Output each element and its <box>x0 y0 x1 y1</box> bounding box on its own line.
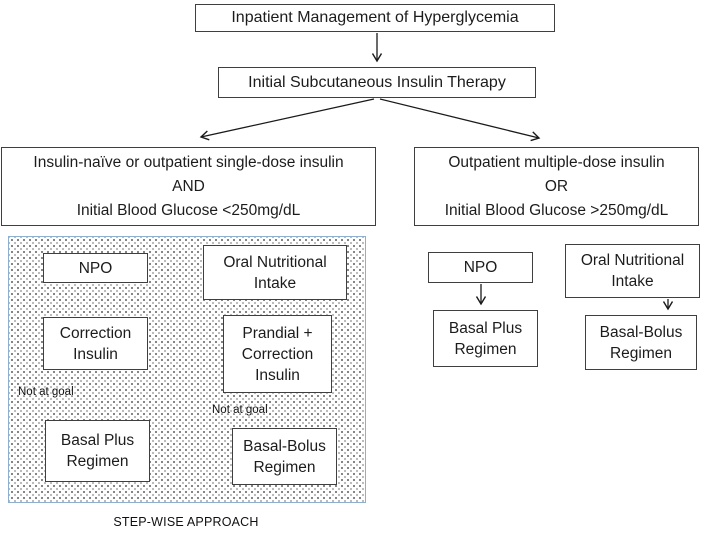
stepwise-oral-intake-box: Oral Nutritional Intake <box>203 245 347 300</box>
direct-oral-intake-box: Oral Nutritional Intake <box>565 244 700 298</box>
stepwise-npo-box: NPO <box>43 253 148 283</box>
arrow-branch-left <box>199 98 375 141</box>
therapy-box: Initial Subcutaneous Insulin Therapy <box>218 67 536 98</box>
prandial-correction-text: Prandial + Correction Insulin <box>241 324 314 384</box>
left-condition-line3: Initial Blood Glucose <250mg/dL <box>76 201 301 219</box>
right-condition-box: Outpatient multiple-dose insulin OR Init… <box>414 147 699 226</box>
correction-insulin-box: Correction Insulin <box>43 317 148 370</box>
stepwise-caption: STEP-WISE APPROACH <box>113 515 259 529</box>
prandial-correction-box: Prandial + Correction Insulin <box>223 315 332 393</box>
direct-basal-bolus-box: Basal-Bolus Regimen <box>585 315 697 370</box>
right-condition-line3: Initial Blood Glucose >250mg/dL <box>444 201 669 219</box>
stepwise-npo-text: NPO <box>78 259 113 277</box>
direct-basal-plus-box: Basal Plus Regimen <box>433 310 538 367</box>
direct-basal-bolus-text: Basal-Bolus Regimen <box>599 323 683 362</box>
direct-basal-plus-text: Basal Plus Regimen <box>448 319 523 358</box>
direct-npo-box: NPO <box>428 252 533 283</box>
stepwise-basal-bolus-text: Basal-Bolus Regimen <box>243 437 326 476</box>
therapy-text: Initial Subcutaneous Insulin Therapy <box>248 73 506 91</box>
stepwise-oral-intake-text: Oral Nutritional Intake <box>223 253 327 292</box>
stepwise-basal-plus-text: Basal Plus Regimen <box>60 432 135 470</box>
direct-oral-intake-text: Oral Nutritional Intake <box>580 252 685 290</box>
stepwise-basal-plus-box: Basal Plus Regimen <box>45 420 150 482</box>
left-condition-line1: Insulin-naïve or outpatient single-dose … <box>33 153 344 171</box>
stepwise-basal-bolus-box: Basal-Bolus Regimen <box>232 428 337 485</box>
not-at-goal-label-left: Not at goal <box>18 386 74 398</box>
left-condition-line2: AND <box>172 177 205 195</box>
title-text: Inpatient Management of Hyperglycemia <box>231 9 519 26</box>
direct-npo-text: NPO <box>463 259 498 276</box>
left-condition-box: Insulin-naïve or outpatient single-dose … <box>1 147 376 226</box>
correction-insulin-text: Correction Insulin <box>59 324 132 363</box>
not-at-goal-label-right: Not at goal <box>212 404 268 416</box>
right-condition-line2: OR <box>544 177 569 195</box>
arrow-branch-right <box>379 98 541 142</box>
title-box: Inpatient Management of Hyperglycemia <box>195 4 555 32</box>
right-condition-line1: Outpatient multiple-dose insulin <box>448 153 665 171</box>
